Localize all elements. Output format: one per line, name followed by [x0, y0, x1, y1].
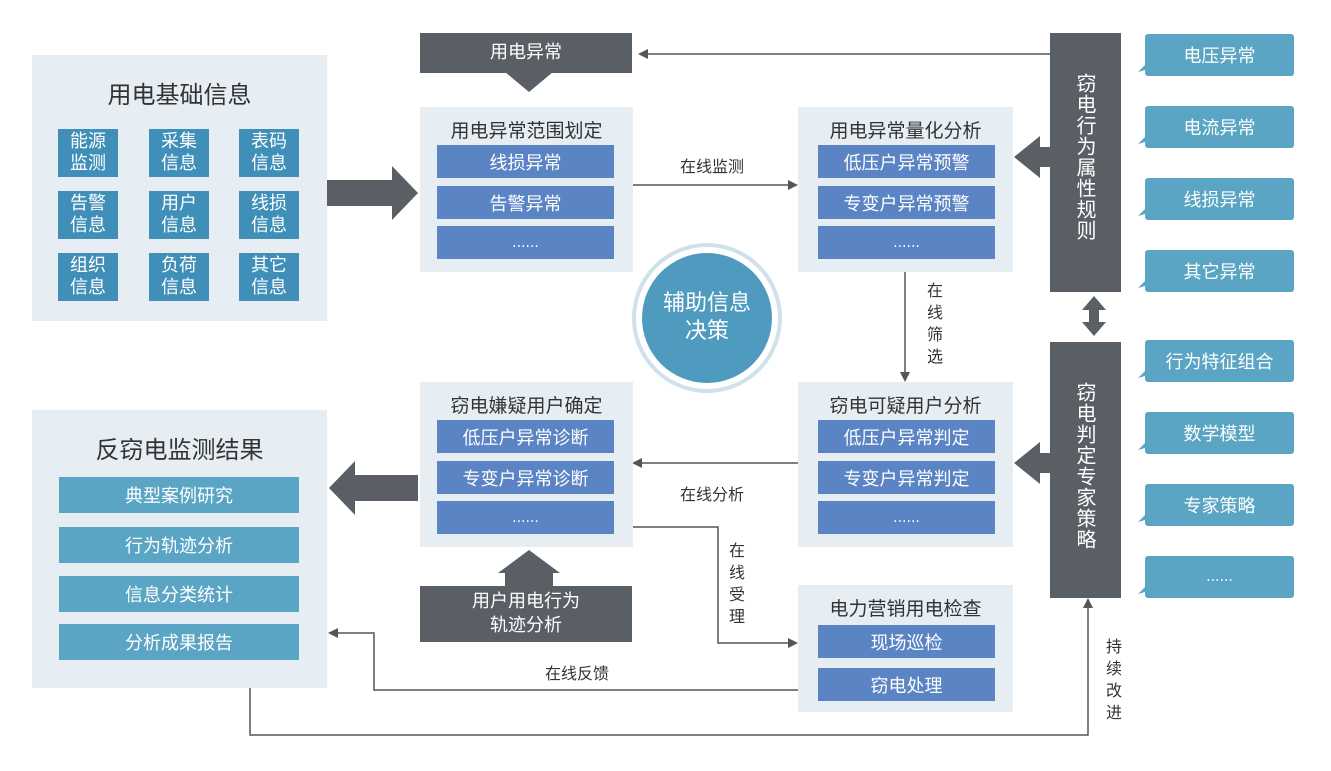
center-text: 辅助信息 决策 — [662, 291, 751, 344]
rules-bar[interactable]: 窃电行为属性规则 — [1050, 33, 1121, 292]
rules-bar-text: 窃电行为属性规则 — [1073, 73, 1097, 241]
continuous-improve-label: 持续改进 — [1105, 637, 1122, 722]
online-accept-label: 在线受理 — [728, 541, 745, 626]
tile-meter[interactable]: 表码 信息 — [239, 129, 299, 177]
basic-info-title: 用电基础信息 — [107, 81, 252, 109]
suspect-title: 窃电嫌疑用户确定 — [450, 395, 603, 417]
inspect-panel: 电力营销用电检查 现场巡检 窃电处理 — [798, 585, 1013, 712]
suspect-item[interactable]: 专变户异常诊断 — [437, 461, 614, 494]
anomaly-down-pointer — [505, 72, 553, 92]
susanalysis-item[interactable]: 专变户异常判定 — [818, 461, 995, 494]
result-panel: 反窃电监测结果 典型案例研究 行为轨迹分析 信息分类统计 分析成果报告 — [32, 410, 327, 688]
susanalysis-item[interactable]: 低压户异常判定 — [818, 420, 995, 453]
tile-energy[interactable]: 能源 监测 — [58, 129, 118, 177]
bars-double-arrow — [1082, 296, 1106, 336]
strategy-bar[interactable]: 窃电判定专家策略 — [1050, 342, 1121, 598]
susanalysis-title: 窃电可疑用户分析 — [829, 395, 982, 417]
rule-bubble-current[interactable]: 电流异常 — [1145, 106, 1294, 148]
result-item[interactable]: 信息分类统计 — [59, 576, 299, 612]
tile-org[interactable]: 组织 信息 — [58, 253, 118, 301]
online-feedback-label: 在线反馈 — [545, 664, 610, 683]
quant-panel: 用电异常量化分析 低压户异常预警 专变户异常预警 ...... — [798, 107, 1013, 272]
result-item[interactable]: 行为轨迹分析 — [59, 527, 299, 563]
rule-bubble-lineloss[interactable]: 线损异常 — [1145, 178, 1294, 220]
strategy-bubble-more[interactable]: ...... — [1145, 556, 1294, 598]
quant-title: 用电异常量化分析 — [829, 120, 982, 142]
anomaly-input-box[interactable]: 用电异常 — [420, 33, 632, 73]
behavior-up-arrow-head — [498, 550, 560, 573]
rule-bubble-voltage[interactable]: 电压异常 — [1145, 34, 1294, 76]
rule-bubble-other[interactable]: 其它异常 — [1145, 250, 1294, 292]
behavior-input-box[interactable]: 用户用电行为 轨迹分析 — [420, 586, 632, 642]
range-item[interactable]: 告警异常 — [437, 186, 614, 219]
tile-user[interactable]: 用户 信息 — [149, 191, 209, 239]
online-feedback-line — [328, 628, 798, 691]
online-accept-line — [633, 526, 798, 648]
susanalysis-item[interactable]: ...... — [818, 501, 995, 534]
quant-item[interactable]: ...... — [818, 226, 995, 259]
inspect-item[interactable]: 现场巡检 — [818, 625, 995, 658]
quant-item[interactable]: 低压户异常预警 — [818, 145, 995, 178]
range-panel: 用电异常范围划定 线损异常 告警异常 ...... — [420, 107, 633, 272]
result-title: 反窃电监测结果 — [95, 436, 264, 464]
range-item[interactable]: ...... — [437, 226, 614, 259]
suspect-item[interactable]: 低压户异常诊断 — [437, 420, 614, 453]
tile-collect[interactable]: 采集 信息 — [149, 129, 209, 177]
basic-to-range-arrow — [327, 166, 418, 220]
suspect-panel: 窃电嫌疑用户确定 低压户异常诊断 专变户异常诊断 ...... — [420, 382, 633, 547]
continuous-improve-line — [249, 598, 1093, 736]
strategy-bubble-expert[interactable]: 专家策略 — [1145, 484, 1294, 526]
strategy-bubble-features[interactable]: 行为特征组合 — [1145, 340, 1294, 382]
rules-to-quant-arrow — [1014, 136, 1050, 178]
range-item[interactable]: 线损异常 — [437, 145, 614, 178]
strategy-to-susanalysis-arrow — [1014, 442, 1050, 484]
tile-alarm[interactable]: 告警 信息 — [58, 191, 118, 239]
inspect-item[interactable]: 窃电处理 — [818, 668, 995, 701]
online-filter-label: 在线筛选 — [926, 281, 943, 366]
result-item[interactable]: 分析成果报告 — [59, 624, 299, 660]
basic-info-panel: 用电基础信息 能源 监测 采集 信息 表码 信息 告警 信息 用户 信息 线损 … — [32, 55, 327, 321]
inspect-title: 电力营销用电检查 — [829, 598, 982, 620]
online-analysis-label: 在线分析 — [680, 485, 745, 504]
range-title: 用电异常范围划定 — [450, 120, 603, 142]
susanalysis-panel: 窃电可疑用户分析 低压户异常判定 专变户异常判定 ...... — [798, 382, 1013, 547]
tile-lineloss[interactable]: 线损 信息 — [239, 191, 299, 239]
quant-item[interactable]: 专变户异常预警 — [818, 186, 995, 219]
strategy-bubble-model[interactable]: 数学模型 — [1145, 412, 1294, 454]
online-monitor-label: 在线监测 — [680, 157, 745, 176]
suspect-item[interactable]: ...... — [437, 501, 614, 534]
strategy-bar-text: 窃电判定专家策略 — [1073, 382, 1097, 550]
suspect-to-result-arrow — [329, 461, 418, 515]
tile-other[interactable]: 其它 信息 — [239, 253, 299, 301]
tile-load[interactable]: 负荷 信息 — [149, 253, 209, 301]
center-circle — [642, 253, 772, 383]
result-item[interactable]: 典型案例研究 — [59, 477, 299, 513]
